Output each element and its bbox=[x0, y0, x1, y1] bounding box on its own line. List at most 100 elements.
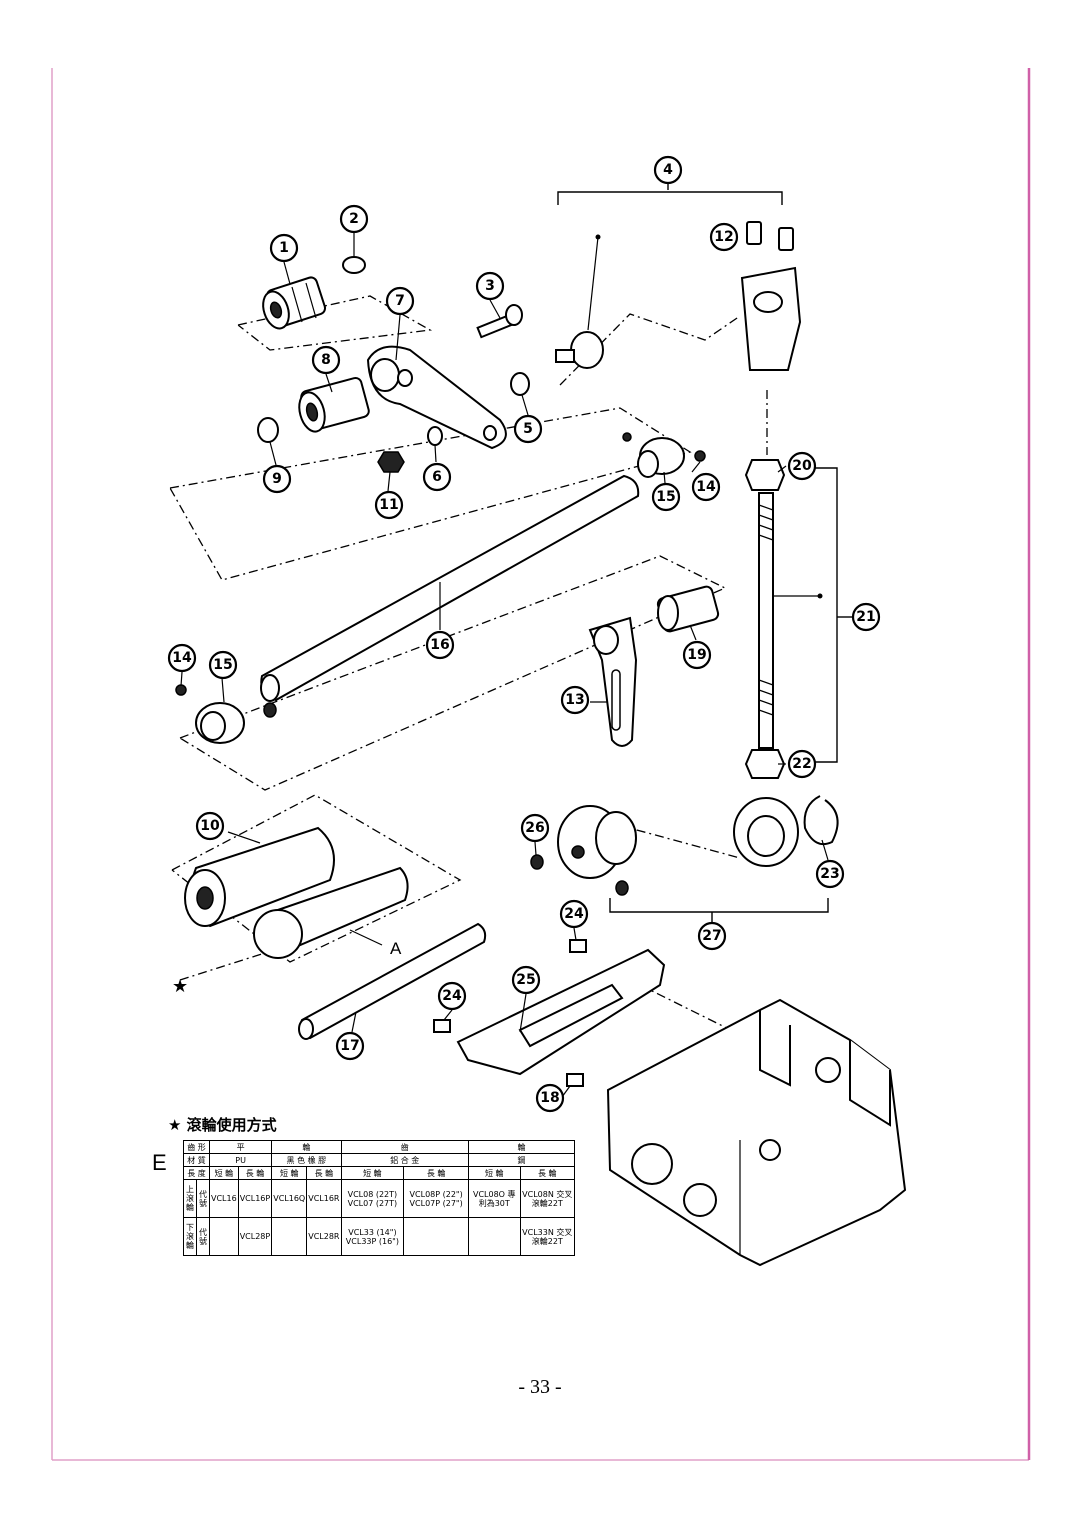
table-cell: 短 輪 bbox=[271, 1166, 308, 1180]
table-cell: PU bbox=[208, 1153, 273, 1167]
callout-14-lower: 14 bbox=[167, 643, 197, 673]
roller-usage-table: 齒 形 平 輪 齒 輪 材 質 PU 黑 色 橡 膠 鋁 合 金 鋼 長 度 短… bbox=[183, 1140, 576, 1256]
table-cell: 代 號 bbox=[196, 1217, 210, 1256]
table-cell: VCL08N 交叉滾輪22T bbox=[519, 1179, 576, 1218]
table-cell: 長 度 bbox=[183, 1166, 210, 1180]
table-cell: VCL08O 專利為30T bbox=[467, 1179, 521, 1218]
table-cell: VCL33N 交叉滾輪22T bbox=[519, 1217, 576, 1256]
table-cell bbox=[271, 1217, 308, 1256]
callout-21: 21 bbox=[851, 602, 881, 632]
part-eccentric-wheel bbox=[530, 797, 799, 896]
table-cell: 下 滾 輪 bbox=[183, 1217, 197, 1256]
svg-text:24: 24 bbox=[442, 988, 462, 1004]
table-cell: 短 輪 bbox=[209, 1166, 239, 1180]
table-cell bbox=[209, 1217, 239, 1256]
svg-text:3: 3 bbox=[485, 278, 495, 294]
table-cell: 長 輪 bbox=[237, 1166, 273, 1180]
table-cell: VCL16R bbox=[306, 1179, 342, 1218]
table-cell: VCL08 (22T) VCL07 (27T) bbox=[340, 1179, 405, 1218]
svg-text:14: 14 bbox=[696, 479, 716, 495]
part-screw bbox=[476, 304, 523, 339]
svg-text:7: 7 bbox=[395, 293, 405, 309]
table-row: 齒 形 平 輪 齒 輪 bbox=[183, 1140, 576, 1154]
callout-22: 22 bbox=[787, 749, 817, 779]
svg-text:20: 20 bbox=[792, 458, 812, 474]
callout-17: 17 bbox=[335, 1031, 365, 1061]
part-guide-plate bbox=[456, 948, 666, 1076]
table-cell: 短 輪 bbox=[467, 1166, 521, 1180]
table-cell: 材 質 bbox=[183, 1153, 210, 1167]
svg-text:14: 14 bbox=[172, 650, 192, 666]
svg-text:15: 15 bbox=[213, 657, 232, 673]
svg-text:4: 4 bbox=[663, 162, 673, 178]
callout-1: 1 bbox=[269, 233, 299, 263]
table-cell: 平 bbox=[208, 1140, 273, 1154]
part-retaining-ring bbox=[803, 795, 839, 846]
svg-text:6: 6 bbox=[432, 469, 442, 485]
part-threaded-rod bbox=[744, 459, 786, 779]
svg-text:9: 9 bbox=[272, 471, 282, 487]
table-cell: 齒 bbox=[340, 1140, 469, 1154]
svg-text:16: 16 bbox=[430, 637, 449, 653]
svg-text:22: 22 bbox=[792, 756, 811, 772]
part-machine-frame bbox=[606, 998, 907, 1267]
callout-27: 27 bbox=[697, 921, 727, 951]
part-snap-ring bbox=[257, 417, 279, 443]
callout-8: 8 bbox=[311, 345, 341, 375]
callout-10: 10 bbox=[195, 811, 225, 841]
part-washer-small bbox=[427, 426, 443, 446]
callout-18: 18 bbox=[535, 1083, 565, 1113]
table-row-lower-roller: 下 滾 輪 代 號 VCL28P VCL28R VCL33 (14") VCL3… bbox=[183, 1217, 576, 1256]
part-rollers bbox=[184, 826, 409, 959]
table-cell: VCL28R bbox=[306, 1217, 342, 1256]
callout-11: 11 bbox=[374, 490, 404, 520]
svg-text:25: 25 bbox=[516, 972, 535, 988]
section-letter: E bbox=[152, 1150, 167, 1175]
part-eccentric-pin bbox=[555, 331, 604, 369]
callout-14-upper: 14 bbox=[691, 472, 721, 502]
page-number: - 33 - bbox=[518, 1376, 562, 1398]
table-cell: VCL16 bbox=[209, 1179, 239, 1218]
svg-text:8: 8 bbox=[321, 352, 331, 368]
callout-9: 9 bbox=[262, 464, 292, 494]
svg-text:27: 27 bbox=[702, 928, 721, 944]
table-cell: 齒 形 bbox=[183, 1140, 210, 1154]
table-cell: VCL08P (22") VCL07P (27") bbox=[403, 1179, 469, 1218]
svg-text:26: 26 bbox=[525, 820, 544, 836]
svg-text:21: 21 bbox=[856, 609, 875, 625]
callout-3: 3 bbox=[475, 271, 505, 301]
table-row: 長 度 短 輪 長 輪 短 輪 長 輪 短 輪 長 輪 短 輪 長 輪 bbox=[183, 1166, 576, 1180]
table-cell: 長 輪 bbox=[519, 1166, 576, 1180]
callout-15-lower: 15 bbox=[208, 650, 238, 680]
callout-5: 5 bbox=[513, 414, 543, 444]
svg-text:11: 11 bbox=[379, 497, 398, 513]
svg-text:10: 10 bbox=[200, 818, 220, 834]
table-cell: 上 滾 輪 bbox=[183, 1179, 197, 1218]
part-washer bbox=[510, 372, 530, 396]
star-symbol: ★ bbox=[172, 976, 188, 997]
part-bushing bbox=[656, 585, 720, 633]
table-cell: 黑 色 橡 膠 bbox=[271, 1153, 342, 1167]
svg-text:13: 13 bbox=[565, 692, 584, 708]
part-main-shaft bbox=[260, 474, 640, 702]
callout-26: 26 bbox=[520, 813, 550, 843]
part-clamp-bracket bbox=[740, 221, 802, 371]
label-A: A bbox=[390, 939, 402, 958]
table-cell: 長 輪 bbox=[403, 1166, 469, 1180]
svg-text:5: 5 bbox=[523, 421, 533, 437]
table-cell: VCL28P bbox=[237, 1217, 273, 1256]
part-slotted-arm bbox=[588, 616, 638, 747]
group-brackets bbox=[557, 182, 852, 926]
svg-text:24: 24 bbox=[564, 906, 584, 922]
table-cell: 鋁 合 金 bbox=[340, 1153, 469, 1167]
part-screws-set bbox=[433, 939, 587, 1087]
table-cell: 長 輪 bbox=[306, 1166, 342, 1180]
svg-text:19: 19 bbox=[687, 647, 706, 663]
callout-7: 7 bbox=[385, 286, 415, 316]
callout-23: 23 bbox=[815, 859, 845, 889]
callout-25: 25 bbox=[511, 965, 541, 995]
callout-15-upper: 15 bbox=[651, 482, 681, 512]
svg-text:18: 18 bbox=[540, 1090, 559, 1106]
svg-text:12: 12 bbox=[714, 229, 733, 245]
